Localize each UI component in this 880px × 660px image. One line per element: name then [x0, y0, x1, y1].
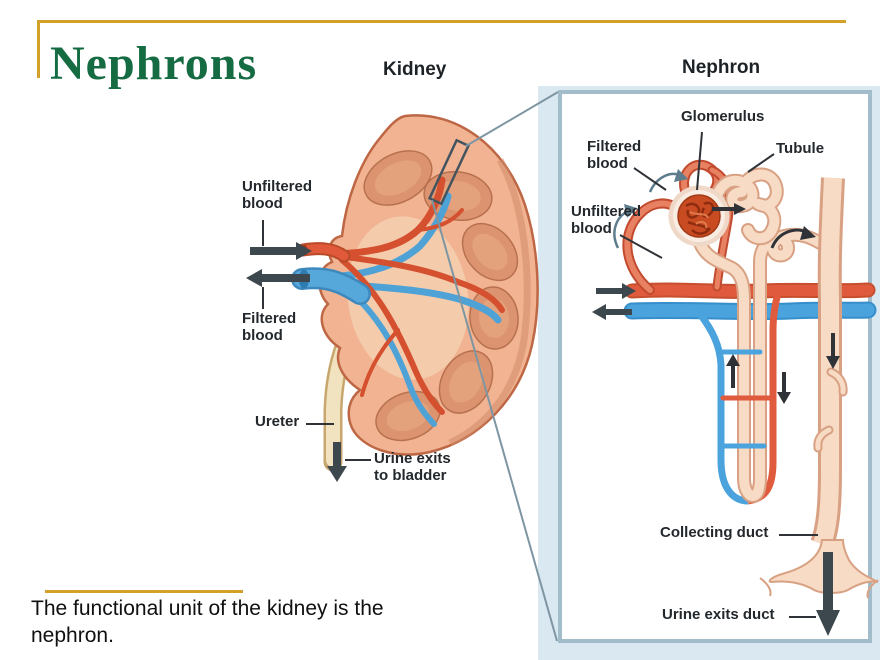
ascending-arrow-icon — [726, 354, 740, 388]
flow-arrows — [613, 169, 840, 404]
descending-arrow-icon — [777, 372, 791, 404]
nephron-figure-title: Nephron — [682, 57, 761, 78]
blood-in-arrow-icon — [596, 283, 636, 299]
nephron-illustration — [592, 131, 879, 636]
vasa-recta-vein — [697, 311, 749, 505]
page-title: Nephrons — [50, 37, 258, 90]
urine-exits-duct-label: Urine exits duct — [662, 606, 775, 623]
nephron-filtered-blood-label: Filtered blood — [587, 138, 642, 172]
kidney-filtered-blood-label: Filtered blood — [242, 310, 297, 344]
vasa-recta-rungs — [719, 349, 775, 449]
nephron-pointer-lines — [619, 131, 818, 618]
renal-vessels — [334, 176, 505, 427]
kidney-illustration — [291, 91, 559, 642]
kidney-callouts — [246, 220, 371, 482]
nephron-vein — [625, 303, 875, 319]
unfiltered-blood-in-arrow-icon — [250, 242, 312, 260]
zoom-connector-bottom — [431, 199, 558, 642]
nephron-unfiltered-blood-label: Unfiltered blood — [571, 203, 642, 237]
glomerulus-capsule — [668, 185, 730, 247]
glomerulus-label: Glomerulus — [681, 108, 765, 125]
duct-flow-arrow-icon — [826, 333, 840, 369]
kidney-unfiltered-blood-label: Unfiltered blood — [242, 178, 313, 212]
top-accent-line — [38, 20, 846, 23]
footer-accent-line — [45, 590, 243, 593]
ureter-label: Ureter — [255, 413, 300, 430]
filtered-blood-out-arrow-icon — [246, 269, 310, 287]
urine-exit-arrow-icon — [816, 552, 840, 636]
footer-caption: The functional unit of the kidney is the… — [31, 597, 384, 648]
proximal-tubule — [708, 167, 784, 246]
zoom-connector-top — [465, 91, 559, 147]
zoom-marker-box — [427, 138, 471, 206]
glomerulus-ball — [677, 194, 721, 238]
collecting-duct-label: Collecting duct — [660, 524, 769, 541]
urine-exits-bladder-label: Urine exits to bladder — [374, 450, 451, 484]
tubule-label: Tubule — [776, 140, 825, 157]
kidney-figure-title: Kidney — [383, 59, 447, 80]
urine-down-arrow-icon — [327, 442, 347, 482]
tubule-flow-arrow-icon — [712, 203, 746, 215]
blood-out-arrow-icon — [592, 304, 632, 320]
left-accent-line — [37, 20, 40, 78]
